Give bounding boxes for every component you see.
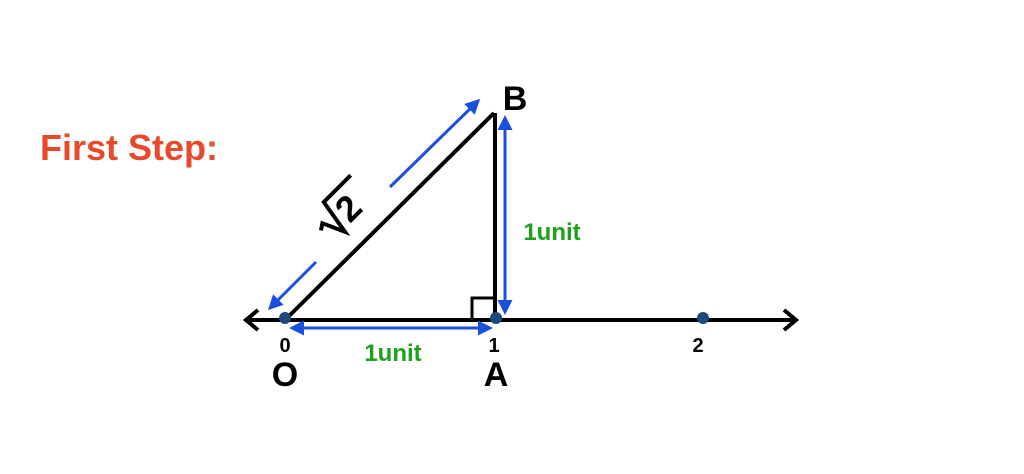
right-arrow-icon (782, 308, 800, 332)
point-a-dot (490, 312, 502, 324)
right-angle-mark (470, 296, 495, 320)
tick-label-1: 1 (488, 335, 499, 357)
sqrt-icon (318, 173, 353, 236)
svg-text:2: 2 (327, 187, 370, 230)
point-label-o: O (272, 356, 298, 394)
point-label-a: A (484, 356, 509, 394)
tick-label-0: 0 (279, 335, 290, 357)
point-o-dot (279, 312, 291, 324)
hypotenuse-ob (283, 111, 496, 322)
point-2-dot (697, 312, 709, 324)
triangle (283, 111, 497, 322)
hypotenuse-arrow-lower (267, 260, 318, 311)
tick-label-2: 2 (692, 335, 703, 357)
left-arrow-icon (242, 308, 260, 332)
title: First Step: (40, 127, 218, 168)
vertical-unit-label: 1unit (523, 219, 580, 246)
horizontal-unit-label: 1unit (364, 340, 421, 367)
point-label-b: B (503, 80, 528, 118)
hypotenuse-arrow-upper (388, 98, 481, 189)
